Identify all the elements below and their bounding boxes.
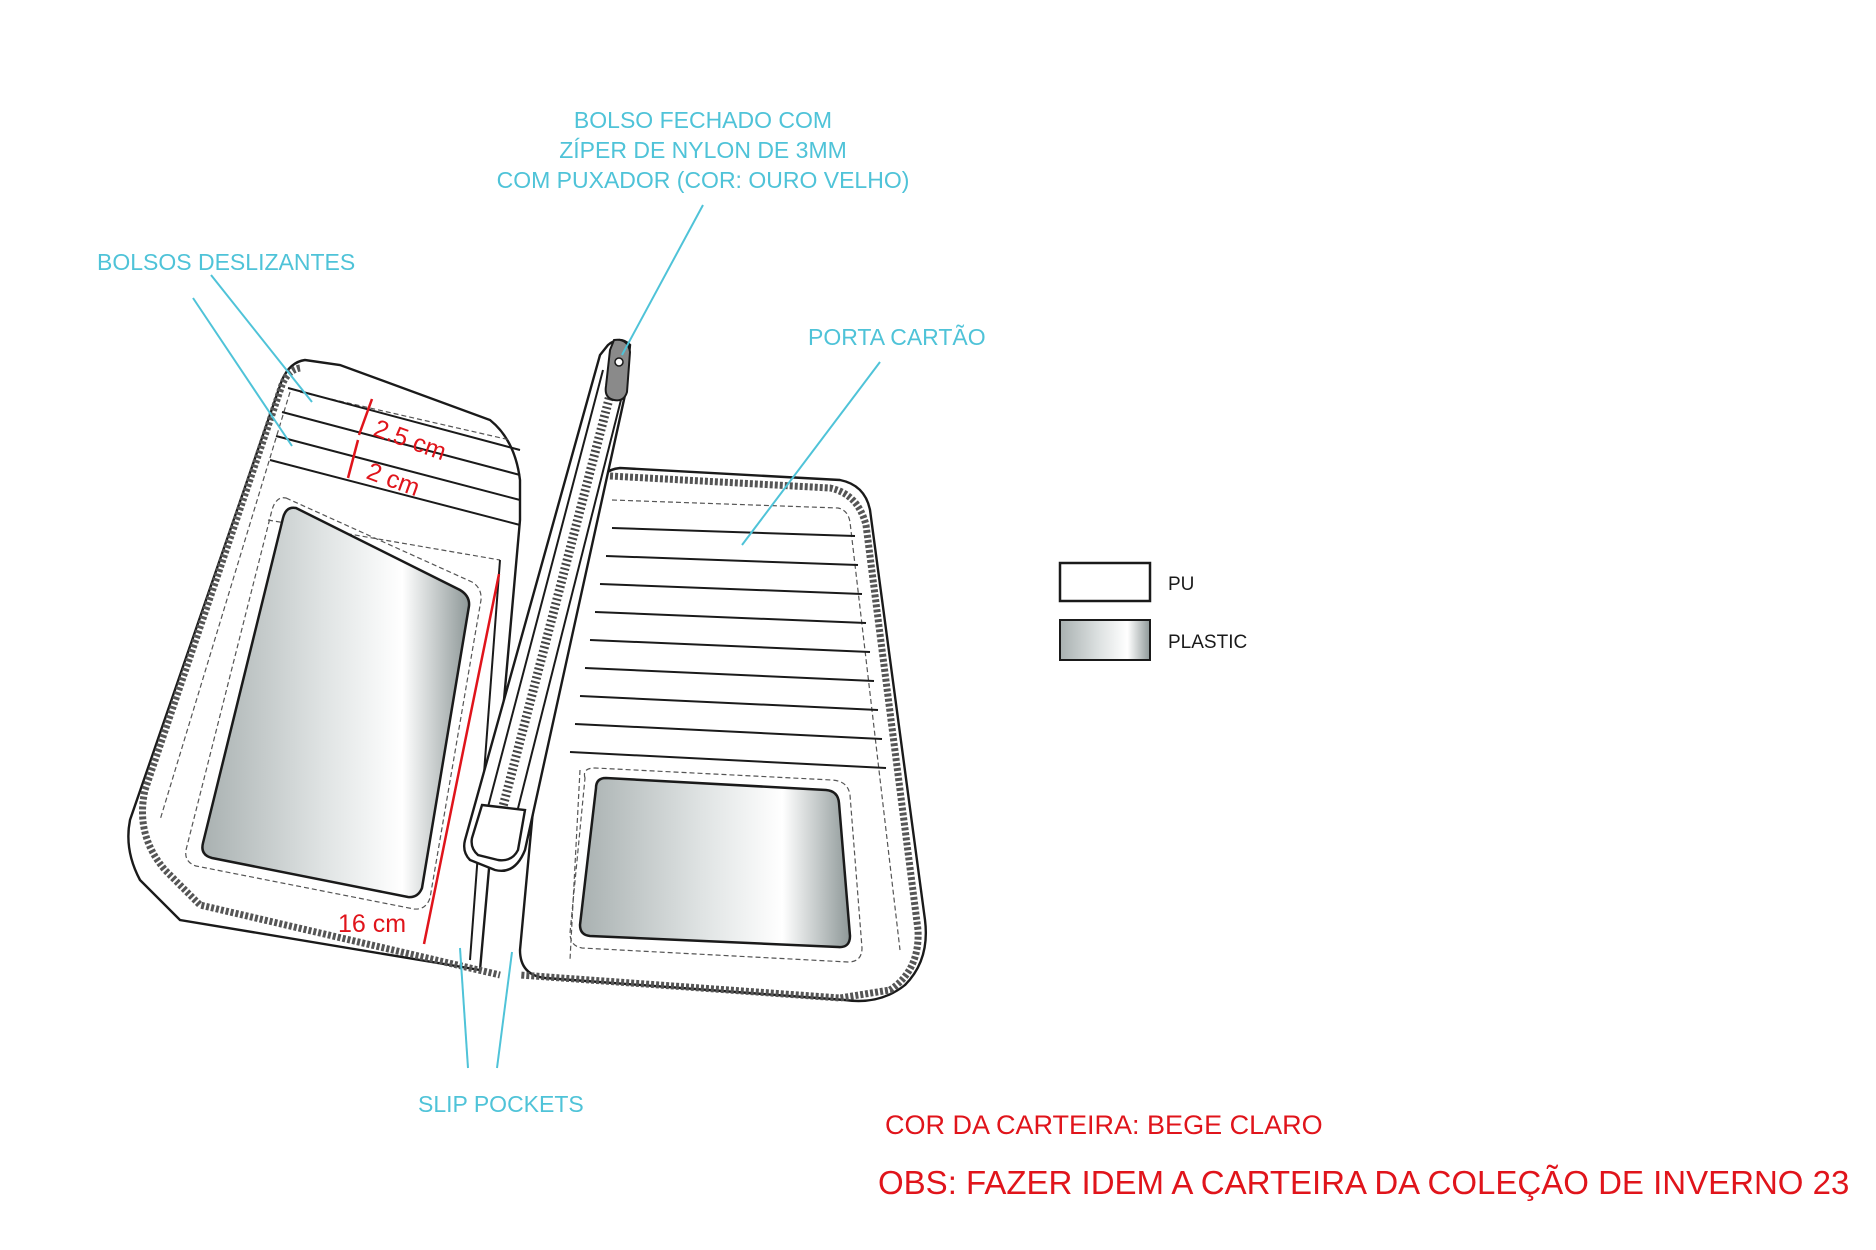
slip-pockets-label: SLIP POCKETS xyxy=(418,1091,584,1117)
label-pointers xyxy=(192,204,881,1069)
dim-label-16cm: 16 cm xyxy=(338,910,406,938)
dim-line-16cm xyxy=(422,573,501,945)
slide-pocket-pointer-1 xyxy=(210,274,313,403)
zip-pocket-pointer xyxy=(621,204,704,356)
legend-label-plastic: PLASTIC xyxy=(1168,632,1247,653)
right-panel xyxy=(518,466,927,1003)
zip-pocket-label-line1: BOLSO FECHADO COM xyxy=(574,107,832,133)
zip-pocket xyxy=(462,338,632,872)
legend-label-pu: PU xyxy=(1168,574,1194,595)
card-holder-label: PORTA CARTÃO xyxy=(808,324,986,350)
right-plastic-window xyxy=(578,776,852,949)
slip-pocket-pointer-2 xyxy=(496,951,513,1069)
slide-pockets-label: BOLSOS DESLIZANTES xyxy=(97,249,355,275)
wallet-color-note: COR DA CARTEIRA: BEGE CLARO xyxy=(885,1110,1323,1140)
legend: PU PLASTIC xyxy=(1058,561,1247,661)
zip-pocket-label-line3: COM PUXADOR (COR: OURO VELHO) xyxy=(497,167,910,193)
zip-pocket-label-line2: ZÍPER DE NYLON DE 3MM xyxy=(559,137,847,163)
left-panel xyxy=(127,358,522,979)
observation-note: OBS: FAZER IDEM A CARTEIRA DA COLEÇÃO DE… xyxy=(878,1164,1850,1201)
left-plastic-window xyxy=(201,506,471,899)
dimension-lines xyxy=(346,398,501,945)
slip-pocket-pointer-1 xyxy=(459,947,469,1069)
zipper-pull xyxy=(604,338,632,402)
dim-line-2-5cm xyxy=(357,398,374,436)
legend-swatch-pu xyxy=(1058,561,1152,603)
dim-line-2cm xyxy=(346,439,360,479)
legend-swatch-plastic xyxy=(1059,619,1151,661)
card-holder-pointer xyxy=(741,361,881,546)
slide-pocket-pointer-2 xyxy=(192,297,293,447)
